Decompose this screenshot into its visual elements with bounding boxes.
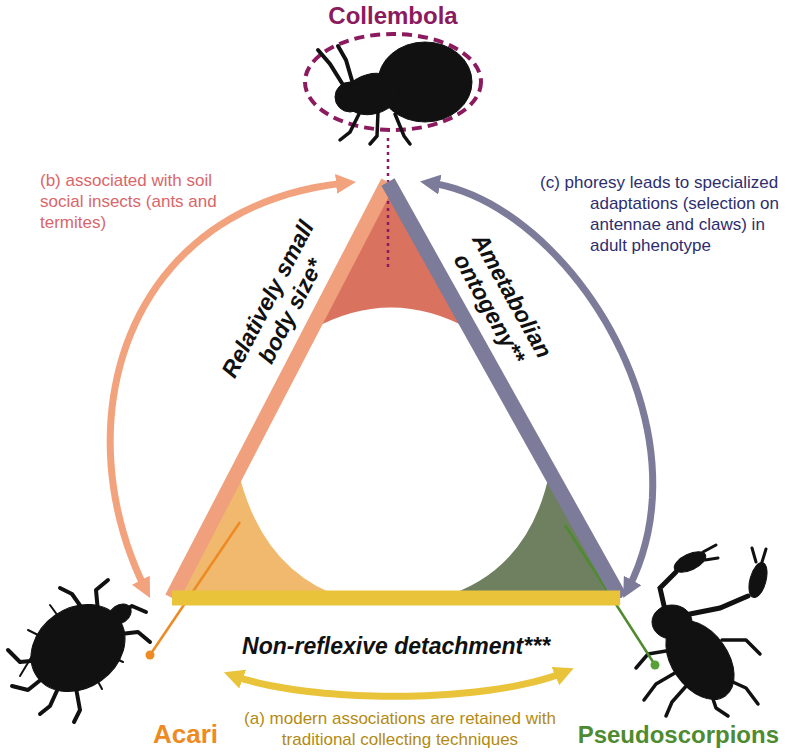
pseudoscorpion-leg: [724, 678, 758, 704]
mite-seta: [28, 630, 40, 636]
mite-leg: [96, 580, 108, 612]
pseudoscorpion-leg: [644, 670, 680, 700]
springtail-leg: [395, 114, 410, 144]
springtail-leg: [340, 108, 362, 140]
leader-dot: [146, 651, 155, 660]
pseudoscorpion-pedipalp: [685, 596, 748, 615]
dashed-ellipse: [305, 34, 481, 130]
association-arrow: [110, 183, 346, 589]
taxon-node: Collembola: [298, 2, 488, 182]
mite-leg: [40, 684, 60, 714]
mite-leg: [60, 588, 86, 614]
pseudoscorpion-head: [652, 605, 692, 639]
trait-bar: [388, 182, 620, 598]
pseudoscorpion-leg: [666, 684, 688, 716]
mite-seta: [50, 605, 58, 616]
mite-seta: [20, 656, 32, 676]
leader-dot: [651, 661, 660, 670]
mite-seta: [110, 656, 123, 662]
taxon-node: Pseudoscorpions: [574, 598, 783, 752]
association-note: (c) phoresy leads to specialized adaptat…: [540, 172, 783, 256]
pseudoscorpion-legs: [636, 640, 760, 716]
taxon-name: Acari: [153, 719, 218, 750]
mite-leg: [8, 650, 42, 662]
taxon-node: Acari: [2, 598, 224, 752]
springtail-silhouette: [318, 42, 472, 144]
pseudoscorpion-leg: [710, 690, 728, 716]
association-note: (a) modern associations are retained wit…: [217, 708, 583, 750]
label-holder: (b) associated with soil social insects …: [40, 170, 240, 233]
pseudoscorpion-chela: [746, 561, 771, 600]
label-holder: (a) modern associations are retained wit…: [217, 708, 583, 750]
mite-legs: [8, 580, 150, 722]
springtail-antenna: [338, 46, 353, 84]
pseudoscorpion-pedipalp: [660, 572, 676, 610]
label-holder: (c) phoresy leads to specialized adaptat…: [540, 172, 783, 256]
region-top: [311, 182, 471, 330]
trait-bar: [172, 182, 388, 598]
pseudoscorpion-silhouette: [636, 545, 770, 716]
dotted-line: [387, 138, 390, 270]
mite-leg: [112, 632, 150, 642]
mite-silhouette: [8, 580, 150, 722]
pseudoscorpion-finger: [703, 545, 718, 560]
taxon-name: Collembola: [328, 2, 457, 31]
pseudoscorpion-finger: [752, 548, 766, 562]
region-right: [440, 470, 622, 598]
association-arrow: [233, 672, 564, 696]
mite-leg: [108, 606, 146, 620]
springtail-antenna: [318, 50, 345, 88]
mite-seta: [95, 676, 102, 689]
taxon-name: Pseudoscorpions: [578, 721, 779, 750]
mite-setae: [20, 605, 123, 689]
association-note: (b) associated with soil social insects …: [40, 170, 240, 233]
pseudoscorpion-leg: [722, 640, 760, 654]
springtail-leg: [370, 112, 378, 144]
mite-leg: [12, 674, 48, 690]
label-holder: Non-reflexive detachment***: [242, 633, 550, 659]
trait-label: Non-reflexive detachment***: [242, 633, 550, 659]
trait-bar: [172, 591, 620, 606]
mite-leg: [74, 688, 80, 722]
